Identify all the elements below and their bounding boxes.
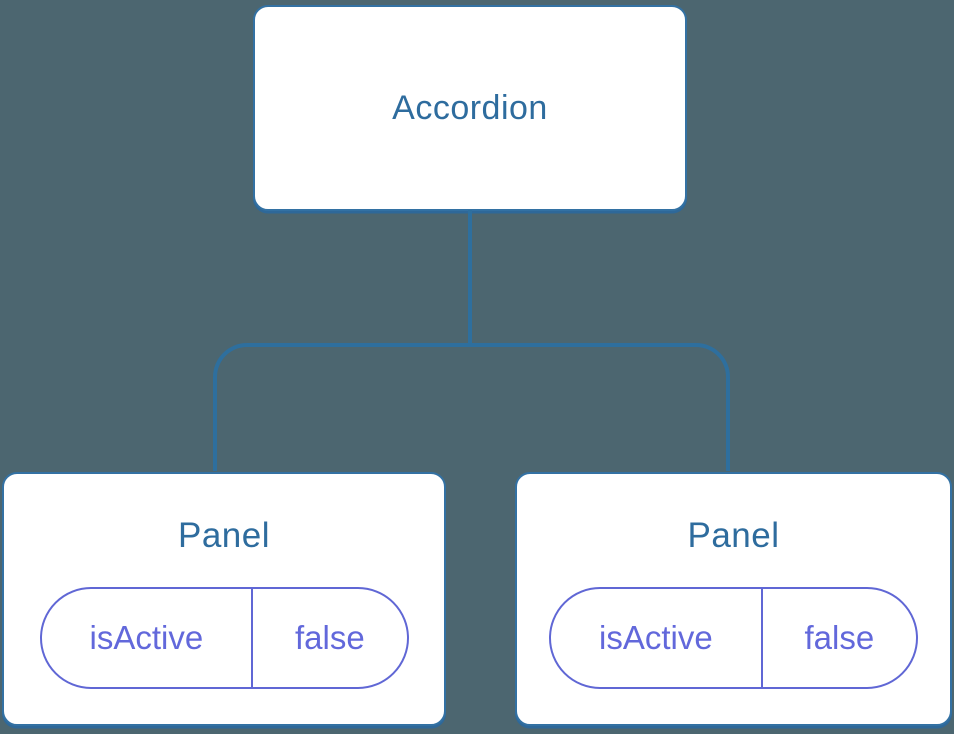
accordion-node: Accordion	[253, 5, 687, 211]
panel-node-left: Panel isActive false	[2, 472, 446, 726]
panel-right-state-pill: isActive false	[549, 587, 918, 689]
state-value-label: false	[294, 619, 365, 656]
state-key-label: isActive	[42, 589, 254, 687]
panel-left-state-pill: isActive false	[39, 587, 409, 689]
accordion-node-label: Accordion	[392, 88, 548, 127]
panel-right-label: Panel	[687, 516, 780, 555]
state-key-label: isActive	[551, 589, 763, 687]
connector-stem	[468, 210, 472, 345]
state-value-label: false	[804, 619, 875, 656]
panel-left-label: Panel	[177, 516, 271, 555]
panel-node-right: Panel isActive false	[515, 472, 952, 726]
connector-bracket	[213, 343, 730, 471]
